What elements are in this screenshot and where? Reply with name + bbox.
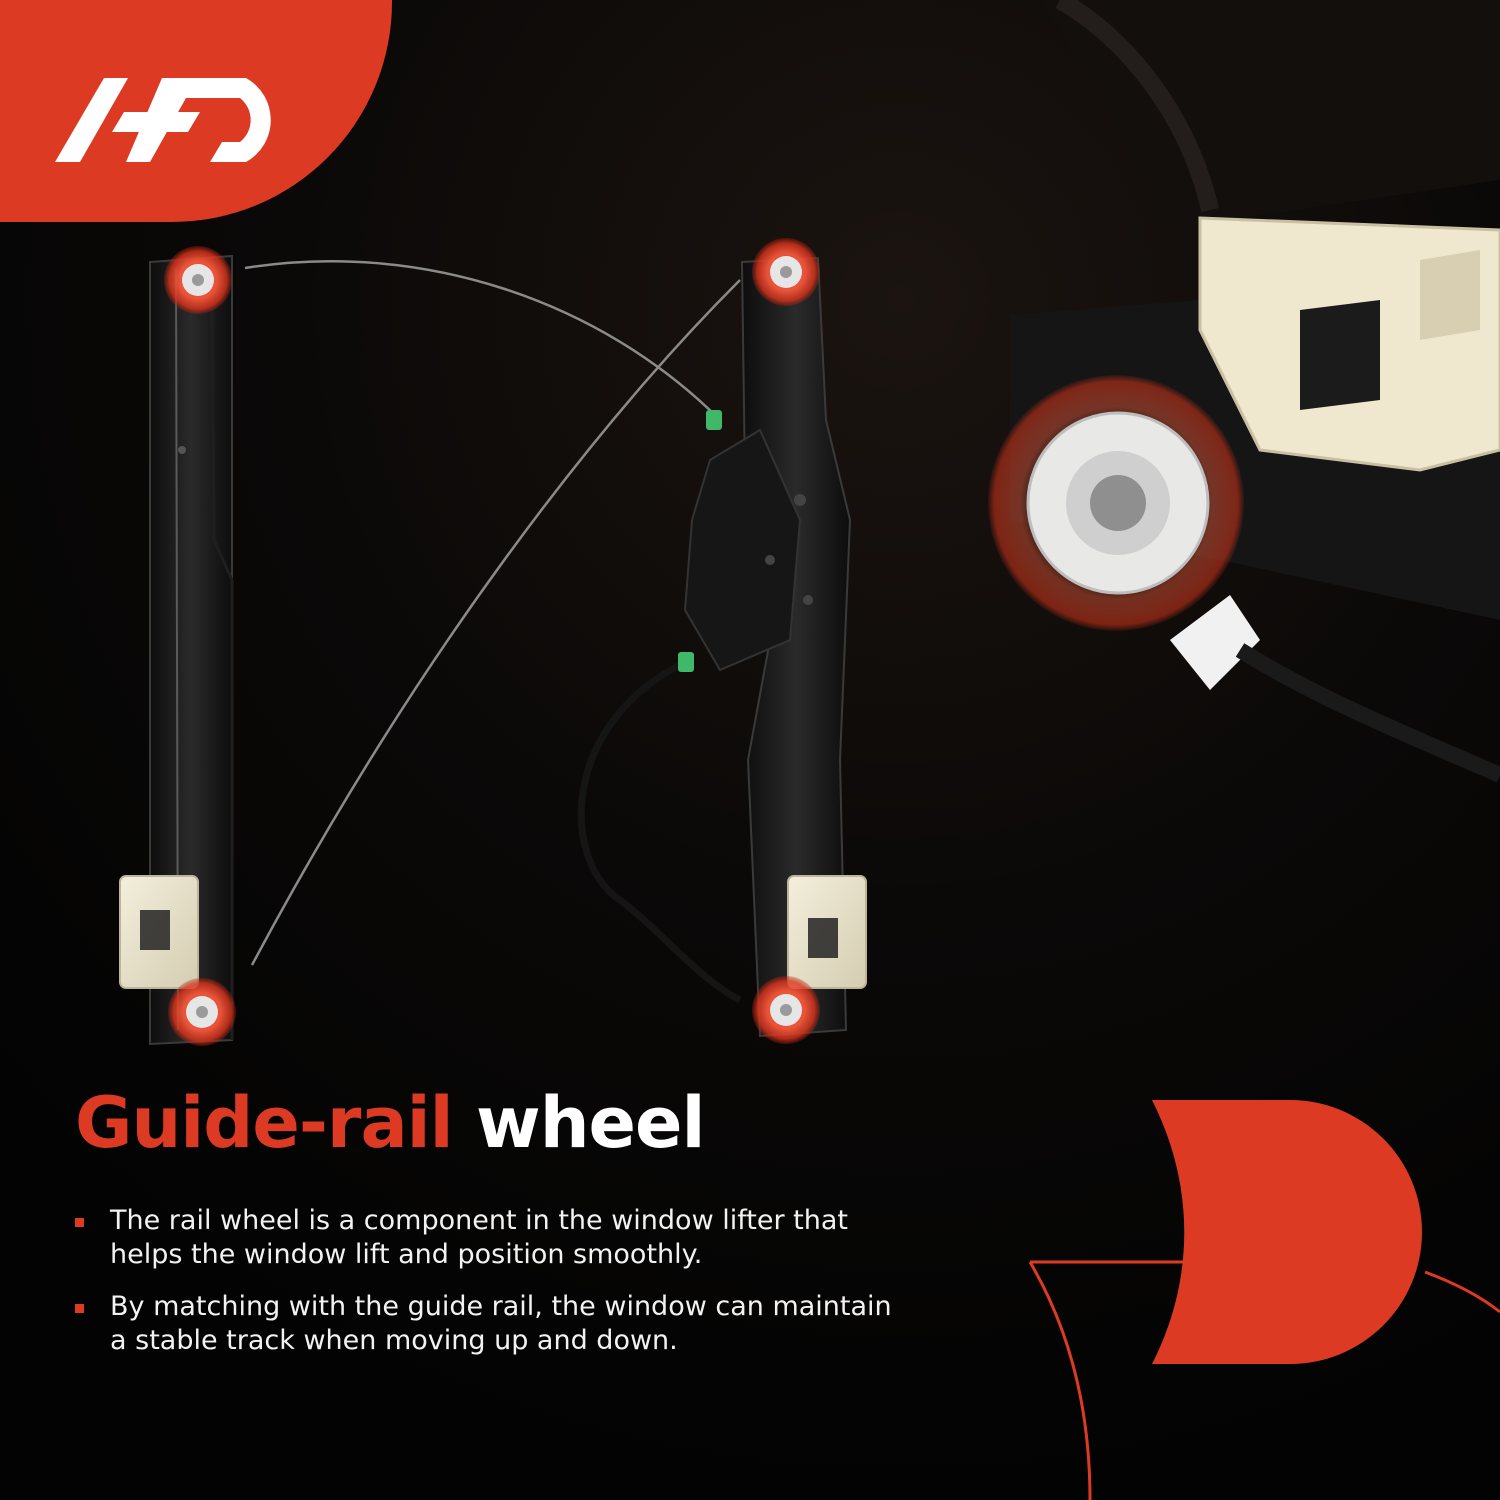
square-bullet-icon (75, 1304, 84, 1313)
rail-wheel-top-right (752, 238, 820, 306)
cable-spring (678, 652, 694, 672)
feature-bullet-item: The rail wheel is a component in the win… (74, 1204, 894, 1272)
glass-clip-right (787, 875, 867, 989)
feature-bullet-text: The rail wheel is a component in the win… (110, 1205, 848, 1270)
rail-wheel-bottom-left (168, 978, 236, 1046)
brand-logo-icon (0, 0, 393, 222)
background-door-shadow (1040, 0, 1500, 230)
d-shape-decor-icon (1028, 1100, 1500, 1500)
feature-list: The rail wheel is a component in the win… (74, 1204, 894, 1376)
feature-bullet-text: By matching with the guide rail, the win… (110, 1291, 892, 1356)
drum-housing (683, 428, 802, 672)
rail-wheel-bottom-right (752, 976, 820, 1044)
headline: Guide-rail wheel (75, 1088, 706, 1158)
square-bullet-icon (75, 1218, 84, 1227)
right-guide-rail (683, 256, 852, 1038)
glass-clip-left (119, 875, 199, 989)
cable-spring (706, 410, 722, 430)
feature-bullet-item: By matching with the guide rail, the win… (74, 1290, 894, 1358)
wheel-closeup (988, 216, 1500, 783)
headline-accent: Guide-rail (75, 1082, 454, 1164)
rail-wheel-top-left (164, 246, 232, 314)
headline-plain: wheel (476, 1082, 705, 1164)
regulator-cables (244, 259, 742, 1004)
left-guide-rail (149, 254, 234, 1046)
